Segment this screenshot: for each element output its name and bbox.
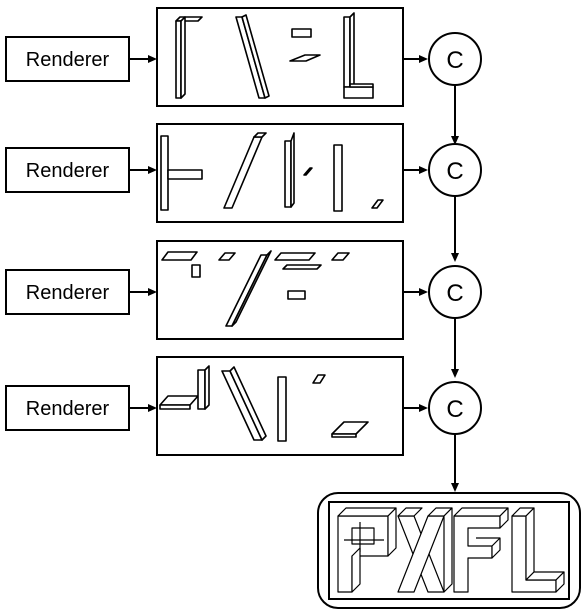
combine-label-4: C <box>446 396 463 423</box>
combine-label-3: C <box>446 280 463 307</box>
output-block-letters <box>337 507 565 593</box>
pipeline-row-1: Renderer C <box>5 7 482 145</box>
combine-label-1: C <box>446 47 463 74</box>
renderer-box-3 <box>5 269 130 315</box>
letter-p-glyph <box>337 507 397 593</box>
pipeline-row-2: Renderer C <box>5 123 482 262</box>
arrowhead-renderer-to-layer-1 <box>148 55 157 63</box>
renderer-label-2: Renderer <box>26 160 110 182</box>
arrowhead-layer-to-combine-2 <box>419 166 428 174</box>
renderer-label-1: Renderer <box>26 49 110 71</box>
layer-strokes-3 <box>161 250 350 327</box>
renderer-box-1 <box>5 36 130 82</box>
letter-x-glyph <box>397 507 453 593</box>
arrowhead-renderer-to-layer-4 <box>148 404 157 412</box>
output-text: PXFL <box>446 557 452 559</box>
layer-strokes-2 <box>160 132 384 212</box>
arrowhead-layer-to-combine-1 <box>419 55 428 63</box>
combine-label-2: C <box>446 158 463 185</box>
arrowhead-combine-1-to-2 <box>451 136 459 145</box>
renderer-label-3: Renderer <box>26 282 110 304</box>
renderer-box-4 <box>5 385 130 431</box>
letter-f-glyph <box>453 507 509 593</box>
renderer-box-2 <box>5 147 130 193</box>
arrowhead-combine-to-output <box>451 483 459 492</box>
layer-strokes-4 <box>159 365 369 442</box>
arrowhead-renderer-to-layer-2 <box>148 166 157 174</box>
arrowhead-layer-to-combine-3 <box>419 288 428 296</box>
arrowhead-combine-3-to-4 <box>451 369 459 378</box>
arrowhead-combine-2-to-3 <box>451 253 459 262</box>
renderer-label-4: Renderer <box>26 398 110 420</box>
letter-l-glyph <box>511 507 565 593</box>
output-panel: PXFL <box>317 492 581 609</box>
arrowhead-renderer-to-layer-3 <box>148 288 157 296</box>
arrowhead-layer-to-combine-4 <box>419 404 428 412</box>
pipeline-row-4: Renderer C <box>5 356 482 492</box>
layer-strokes-1 <box>175 12 374 99</box>
pipeline-row-3: Renderer C <box>5 240 482 378</box>
